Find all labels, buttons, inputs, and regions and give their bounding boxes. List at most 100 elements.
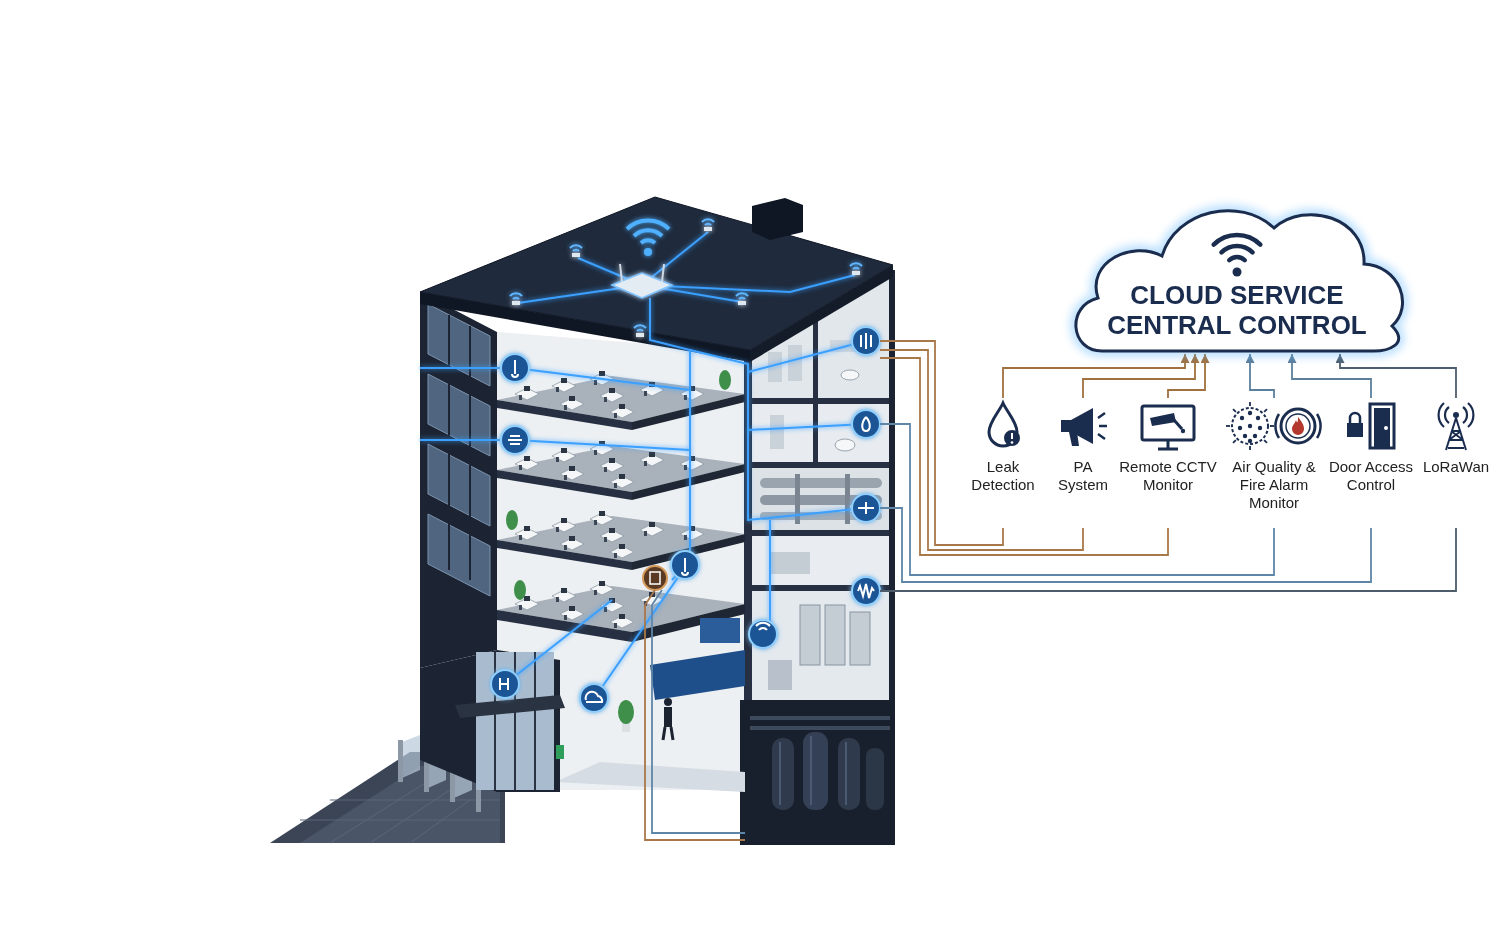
node-label: Remote CCTV Monitor — [1116, 458, 1220, 494]
device-icon — [1011, 441, 1014, 444]
device-node: PA System — [1053, 398, 1113, 494]
roof-wifi-points — [620, 264, 664, 282]
service-rooms — [795, 474, 800, 524]
service-rooms — [750, 462, 893, 468]
front-facade — [556, 745, 564, 759]
roof-wifi-points — [850, 263, 862, 275]
node-label: Air Quality & Fire Alarm Monitor — [1225, 458, 1323, 512]
sensor-badges — [852, 494, 880, 522]
office-desks — [560, 396, 584, 410]
sensor-badges — [682, 558, 688, 575]
node-label: PA System — [1053, 458, 1113, 494]
office-desks — [552, 588, 576, 602]
basement-plant — [740, 700, 895, 845]
service-rooms — [813, 320, 818, 462]
cloud-shape — [1076, 211, 1403, 351]
office-desks — [515, 526, 539, 540]
service-rooms — [752, 404, 893, 462]
device-icon — [1240, 416, 1244, 420]
office-desks — [600, 388, 624, 402]
device-icon — [1258, 426, 1262, 430]
turnstile-gates — [402, 735, 420, 778]
cloud-shape — [1221, 246, 1252, 252]
node-label: CLOUD SERVICE CENTRAL CONTROL — [1087, 280, 1387, 340]
office-desks — [552, 378, 576, 392]
network-lines — [505, 600, 612, 684]
roof-wifi-points — [510, 293, 522, 305]
device-icon — [1249, 446, 1251, 450]
office-desks — [560, 466, 584, 480]
roof — [752, 198, 803, 240]
node-label: LoRaWan — [1420, 458, 1493, 476]
device-icon — [1286, 414, 1310, 438]
service-rooms — [768, 660, 792, 690]
device-icon — [1181, 429, 1185, 433]
device-icon — [1275, 409, 1320, 443]
network-lines — [748, 424, 866, 430]
sensor-badges — [671, 551, 699, 579]
sensor-badges — [749, 620, 777, 648]
office-desks — [514, 580, 526, 600]
device-icon — [1341, 398, 1401, 454]
lobby — [618, 700, 634, 724]
basement-plant — [866, 748, 884, 810]
sensor-badges — [852, 327, 880, 355]
device-icon — [1142, 406, 1194, 449]
device-icon — [1174, 420, 1182, 429]
office-desks — [590, 511, 614, 525]
roof-wifi-points — [644, 248, 652, 256]
cloud-shape — [1076, 211, 1403, 351]
sensor-badges — [858, 502, 874, 514]
front-facade — [455, 695, 565, 718]
roof-wifi-points — [641, 240, 655, 243]
office-desks — [610, 544, 634, 558]
device-wires — [880, 508, 1371, 582]
network-lines — [420, 439, 501, 441]
cloud-shape — [1214, 235, 1261, 245]
device-icon — [1226, 425, 1230, 427]
device-icon — [1281, 409, 1315, 443]
sensor-badges — [491, 670, 519, 698]
front-facade — [428, 514, 490, 596]
device-wires — [880, 424, 1274, 575]
connector-arrow — [1168, 354, 1205, 398]
device-icon — [978, 398, 1028, 454]
service-rooms — [800, 605, 820, 665]
network-lines — [650, 298, 690, 580]
device-icon — [1150, 413, 1176, 426]
office-floors — [497, 516, 745, 562]
device-icon — [1232, 408, 1268, 444]
office-floors — [632, 464, 745, 500]
roof — [420, 197, 893, 350]
device-node: Air Quality & Fire Alarm Monitor — [1225, 398, 1323, 512]
device-icon — [1004, 430, 1020, 446]
service-rooms — [752, 468, 893, 530]
roof-wifi-points — [510, 219, 862, 337]
sensor-badges — [512, 360, 518, 377]
device-wires — [645, 341, 1456, 840]
device-icon — [1233, 409, 1236, 412]
lobby — [664, 698, 672, 706]
office-floors — [632, 604, 745, 642]
device-icon — [1370, 404, 1394, 448]
connector-arrow — [1250, 354, 1274, 398]
device-icon — [1227, 398, 1321, 454]
device-icon — [1264, 409, 1267, 412]
sensor-badges — [650, 572, 660, 584]
sensor-badges — [500, 333, 874, 702]
device-icon — [1270, 425, 1274, 427]
cloud-node: CLOUD SERVICE CENTRAL CONTROL — [1062, 178, 1412, 354]
roof — [750, 265, 893, 362]
lobby — [555, 762, 745, 792]
office-floors — [497, 376, 745, 422]
office-desks — [680, 526, 704, 540]
device-icon — [1069, 432, 1079, 446]
sensor-badges — [508, 436, 522, 444]
device-icon — [1238, 426, 1242, 430]
device-icon — [1249, 402, 1251, 406]
office-desks — [640, 452, 664, 466]
sensor-badges — [491, 327, 880, 712]
front-facade — [428, 374, 490, 456]
device-node: Remote CCTV Monitor — [1116, 398, 1220, 494]
